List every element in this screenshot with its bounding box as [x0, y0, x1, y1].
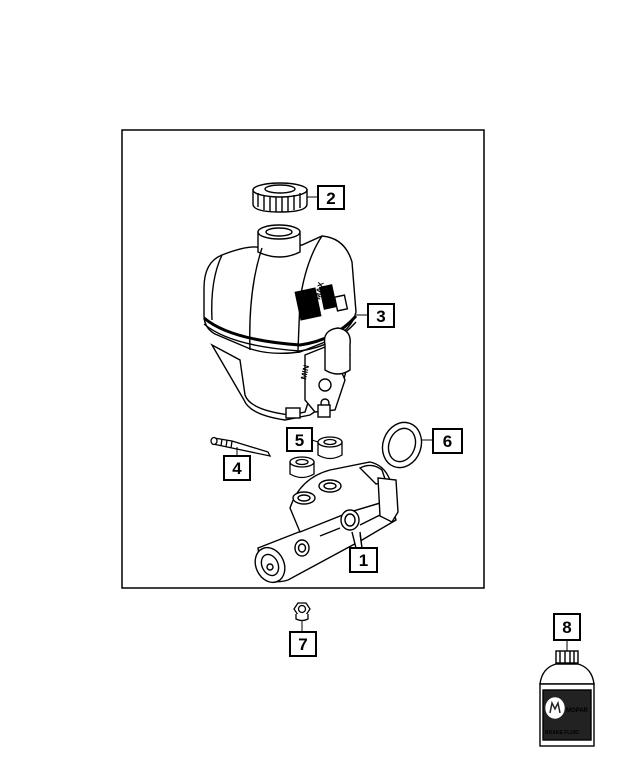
callout-5: 5	[286, 427, 313, 452]
seal-ring[interactable]	[376, 417, 427, 473]
callout-4-label: 4	[232, 459, 242, 478]
callout-7-label: 7	[298, 635, 307, 654]
callout-3: 3	[367, 303, 395, 328]
retaining-pin[interactable]	[210, 436, 272, 457]
callout-1: 1	[349, 547, 378, 573]
callout-1-label: 1	[359, 551, 368, 570]
callout-7: 7	[289, 631, 317, 657]
reservoir-grommets[interactable]	[289, 436, 343, 479]
bottle-product: BRAKE FLUID	[545, 730, 579, 736]
callout-6: 6	[432, 428, 463, 454]
diagram-frame	[121, 129, 485, 589]
callout-3-label: 3	[376, 307, 385, 326]
brake-fluid-bottle[interactable]	[539, 650, 595, 747]
flange-nut[interactable]	[293, 602, 311, 622]
reservoir-cap[interactable]	[252, 182, 308, 213]
leader-line-1	[359, 534, 363, 549]
brake-fluid-reservoir[interactable]	[203, 224, 358, 421]
master-cylinder[interactable]	[250, 461, 399, 587]
callout-8-label: 8	[562, 618, 571, 637]
reservoir-min-mark: MIN	[299, 364, 311, 380]
bottle-brand: MOPAR	[566, 708, 589, 714]
callout-2-label: 2	[326, 189, 335, 208]
callout-5-label: 5	[295, 431, 304, 450]
callout-4: 4	[223, 455, 251, 481]
callout-6-label: 6	[443, 432, 452, 451]
callout-2: 2	[317, 185, 345, 210]
reservoir-max-mark: MAX	[313, 281, 326, 301]
callout-8: 8	[553, 613, 581, 641]
